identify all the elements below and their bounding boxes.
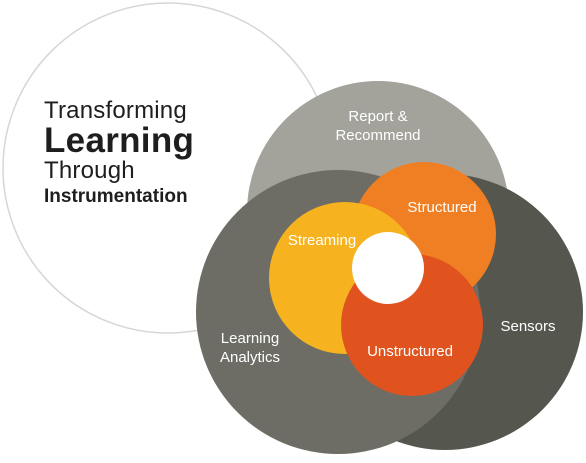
unstructured-label: Unstructured [367, 343, 453, 360]
title-line-learning: Learning [44, 121, 195, 161]
streaming-label: Streaming [288, 232, 356, 249]
title-line-through: Through [44, 156, 135, 184]
title-line-instrumentation: Instrumentation [44, 186, 188, 208]
sensors-label: Sensors [500, 318, 555, 335]
analytics-label-line2: Analytics [220, 349, 280, 366]
title-block: Transforming Learning Through Instrument… [44, 98, 194, 207]
analytics-label-line1: Learning [221, 330, 279, 347]
center-hole [352, 232, 424, 304]
title-line-transforming: Transforming [44, 97, 187, 124]
structured-label: Structured [407, 199, 476, 216]
report-label-line1: Report & [348, 108, 407, 125]
report-label-line2: Recommend [335, 127, 420, 144]
